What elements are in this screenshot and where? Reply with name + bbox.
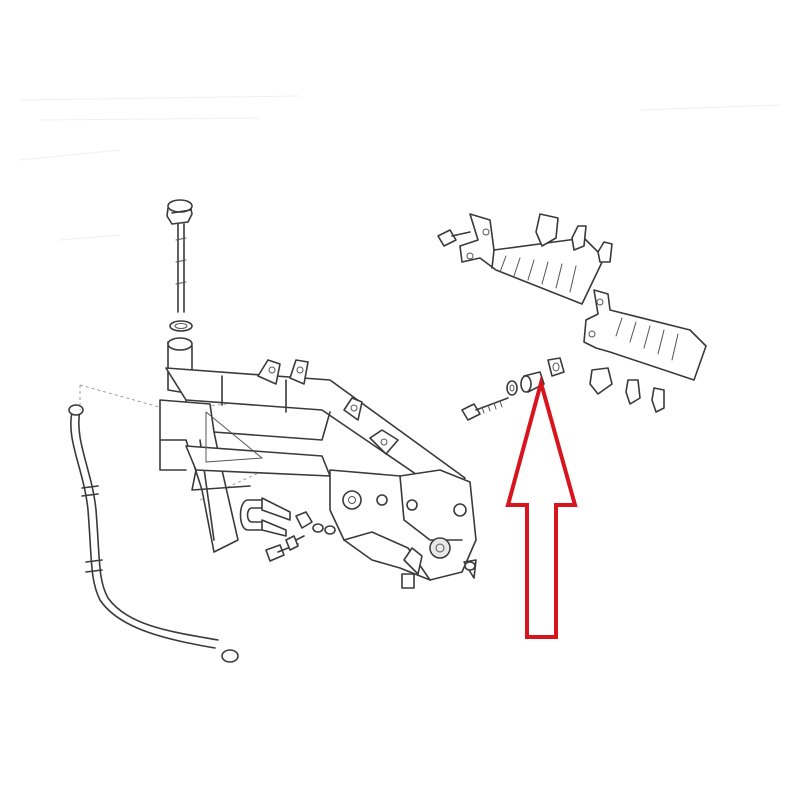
u-bracket <box>239 497 291 537</box>
clips-upper <box>535 213 613 263</box>
dipstick-o-ring <box>169 320 193 332</box>
spacer-grommet <box>547 357 565 377</box>
spacer-bolt <box>461 397 509 421</box>
highlight-arrow <box>505 375 578 639</box>
mount-bolts <box>265 535 305 562</box>
heat-shield-upper <box>459 213 605 305</box>
screw-upper <box>437 229 471 247</box>
heat-shield-lower <box>583 289 707 381</box>
clips-lower <box>589 367 665 413</box>
frame-assembly <box>159 337 477 589</box>
background-artifacts <box>19 95 781 241</box>
hardware-nuts <box>295 511 336 535</box>
dipstick <box>166 199 193 313</box>
spacer-washer <box>506 380 518 396</box>
leader-lines <box>79 384 266 501</box>
oil-line-hose <box>68 404 239 663</box>
spacer-sleeve <box>520 371 545 393</box>
